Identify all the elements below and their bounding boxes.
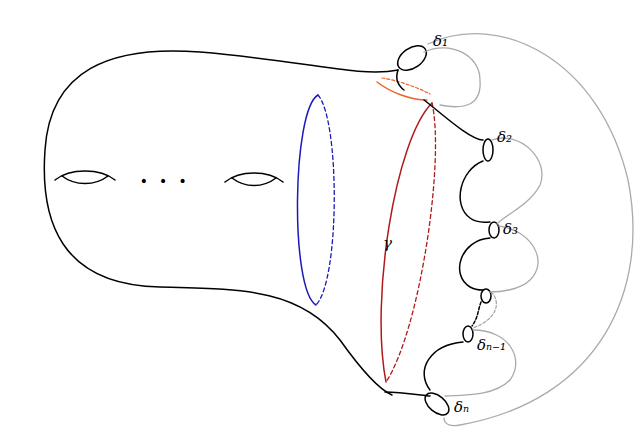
boundary-label: δ₂ — [497, 130, 512, 145]
boundary-label: δₙ₋₁ — [477, 338, 506, 353]
ellipsis: · · · — [140, 170, 188, 192]
boundary-label: δ₁ — [433, 34, 448, 49]
curve-label: γ — [383, 236, 392, 251]
boundary-label: δ₃ — [503, 222, 518, 237]
boundary-label: δₙ — [454, 400, 469, 415]
